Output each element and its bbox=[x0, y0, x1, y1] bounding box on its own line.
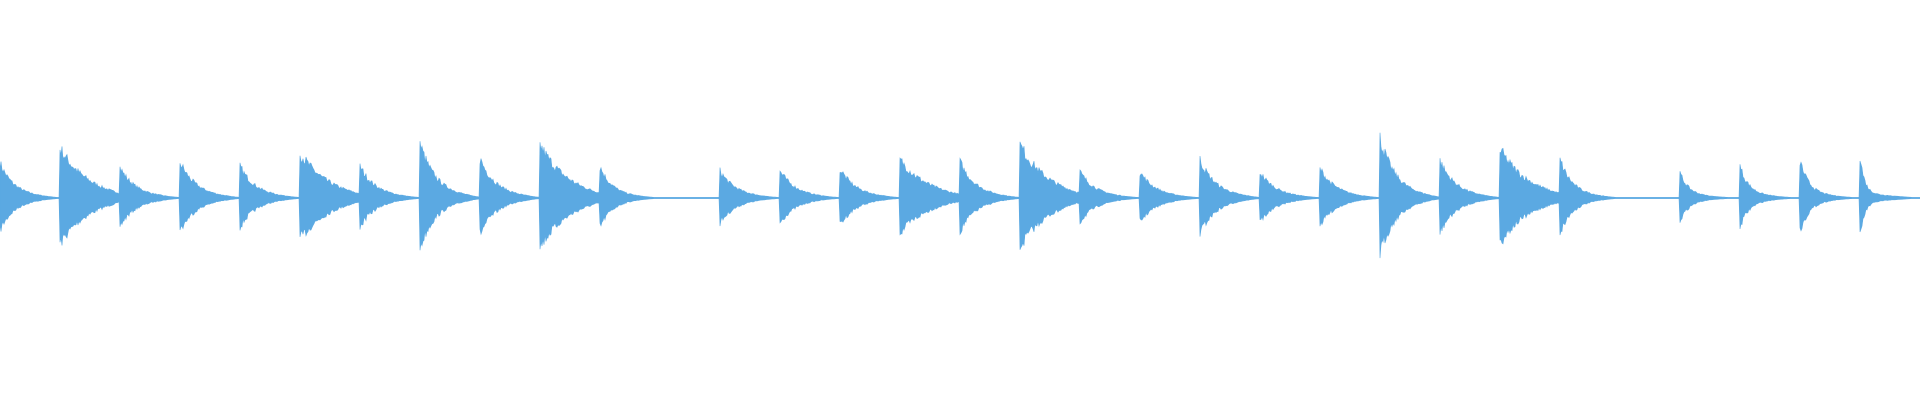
waveform-shape bbox=[0, 132, 1920, 259]
